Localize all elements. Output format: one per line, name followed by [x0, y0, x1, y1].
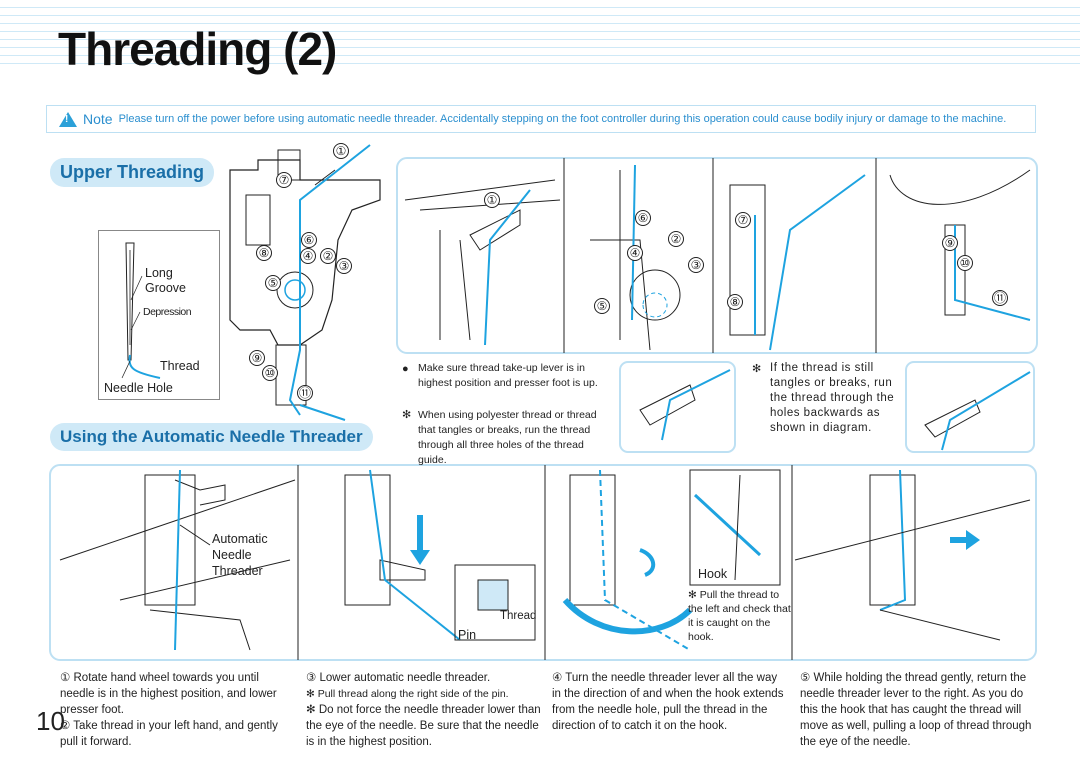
needle-hole-label: Needle Hole — [104, 381, 173, 395]
p3-callout-7: ⑦ — [735, 212, 751, 228]
callout-10: ⑩ — [262, 365, 278, 381]
needle-detail-panel — [98, 230, 220, 400]
step-4: ④ Turn the needle threader lever all the… — [552, 672, 784, 732]
step-5: ⑤ While holding the thread gently, retur… — [800, 672, 1032, 748]
step-2: ② Take thread in your left hand, and gen… — [60, 720, 278, 748]
note-text: Please turn off the power before using a… — [118, 113, 1007, 125]
star-symbol-left: ✻ — [402, 409, 412, 421]
depression-label: Depression — [143, 306, 192, 318]
p3-callout-8: ⑧ — [727, 294, 743, 310]
thread-label: Thread — [160, 359, 200, 373]
note-label: Note — [83, 111, 113, 127]
callout-6: ⑥ — [301, 232, 317, 248]
callout-9: ⑨ — [249, 350, 265, 366]
callout-5: ⑤ — [265, 275, 281, 291]
threader-heading: Using the Automatic Needle Threader — [50, 423, 373, 451]
star-note-right: If the thread is still tangles or breaks… — [770, 362, 895, 434]
p2-callout-4: ④ — [627, 245, 643, 261]
callout-2: ② — [320, 248, 336, 264]
p4-callout-10: ⑩ — [957, 255, 973, 271]
p2-callout-6: ⑥ — [635, 210, 651, 226]
page-title: Threading (2) — [58, 23, 337, 75]
callout-11: ⑪ — [297, 385, 313, 401]
auto-label-2: Needle — [212, 548, 252, 562]
auto-label-3: Threader — [212, 564, 263, 578]
callout-3: ③ — [336, 258, 352, 274]
steps-col-3: ④ Turn the needle threader lever all the… — [552, 670, 788, 734]
groove-label: Groove — [145, 281, 186, 295]
header-stripes — [0, 0, 1080, 70]
page-number: 10 — [36, 706, 65, 736]
auto-label-1: Automatic — [212, 532, 268, 546]
pull-thread-text: Pull the thread to the left and check th… — [688, 589, 791, 643]
step-1: ① Rotate hand wheel towards you until ne… — [60, 672, 277, 716]
p1-callout-1: ① — [484, 192, 500, 208]
p2-callout-2: ② — [668, 231, 684, 247]
thread-inset-label: Thread — [500, 610, 537, 622]
pin-label: Pin — [458, 628, 477, 642]
step-3-note-a: ✻ Pull thread along the right side of th… — [306, 688, 509, 700]
callout-7: ⑦ — [276, 172, 292, 188]
steps-col-2: ③ Lower automatic needle threader. ✻ Pul… — [306, 670, 542, 750]
step-3-note-b: ✻ Do not force the needle threader lower… — [306, 704, 541, 748]
long-label: Long — [145, 266, 173, 280]
note-banner: Note Please turn off the power before us… — [46, 105, 1036, 133]
callout-1: ① — [333, 143, 349, 159]
steps-col-4: ⑤ While holding the thread gently, retur… — [800, 670, 1032, 750]
p2-callout-5: ⑤ — [594, 298, 610, 314]
bullet-note: Make sure thread take-up lever is in hig… — [418, 362, 598, 389]
p2-callout-3: ③ — [688, 257, 704, 273]
steps-col-1: ① Rotate hand wheel towards you until ne… — [60, 670, 292, 750]
star-note-left: When using polyester thread or thread th… — [418, 409, 597, 466]
step-3: ③ Lower automatic needle threader. — [306, 672, 491, 684]
pull-thread-note: ✻ Pull the thread to the left and check … — [688, 588, 792, 644]
pull-star-symbol: ✻ — [688, 589, 697, 601]
warning-icon — [59, 111, 77, 127]
bullet-symbol: ● — [402, 363, 409, 375]
callout-8: ⑧ — [256, 245, 272, 261]
star-symbol-right: ✻ — [752, 363, 762, 375]
p4-callout-11: ⑪ — [992, 290, 1008, 306]
callout-4: ④ — [300, 248, 316, 264]
p4-callout-9: ⑨ — [942, 235, 958, 251]
hook-label: Hook — [698, 567, 728, 581]
upper-threading-heading: Upper Threading — [50, 158, 215, 187]
